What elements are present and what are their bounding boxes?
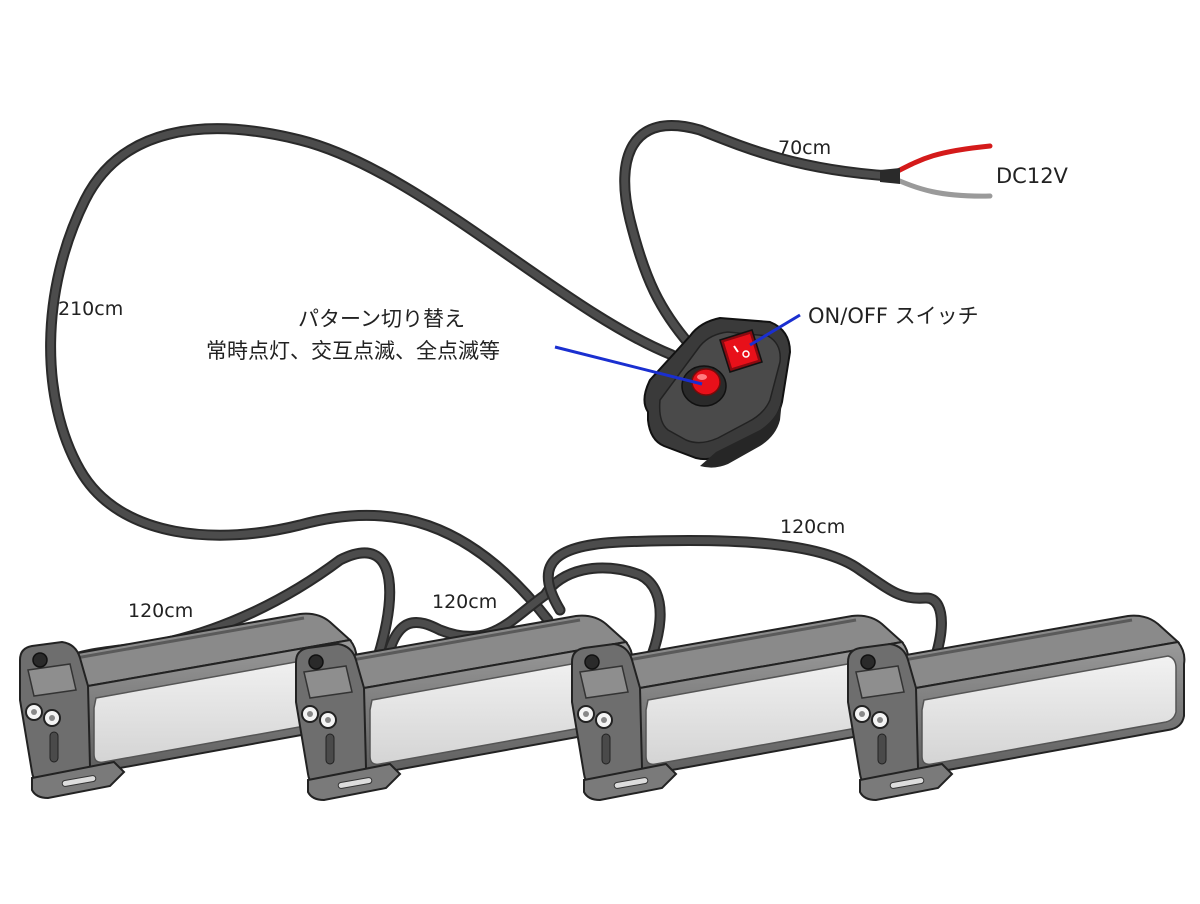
cable-210cm bbox=[45, 123, 678, 626]
controller-box bbox=[643, 316, 792, 468]
label-onoff-switch: ON/OFF スイッチ bbox=[808, 304, 979, 328]
cable-link-3 bbox=[542, 534, 947, 696]
label-pattern-line2: 常時点灯、交互点滅、全点滅等 bbox=[206, 339, 500, 363]
onoff-rocker-switch[interactable] bbox=[719, 329, 763, 373]
pointer-onoff bbox=[749, 313, 801, 347]
label-pattern-line1: パターン切り替え bbox=[298, 307, 465, 331]
label-210cm: 210cm bbox=[58, 298, 123, 320]
pattern-push-button[interactable] bbox=[681, 365, 727, 407]
label-link-cable-3: 120cm bbox=[780, 516, 845, 538]
label-link-cable-2: 120cm bbox=[432, 591, 497, 613]
label-dc12v: DC12V bbox=[996, 164, 1069, 188]
label-link-cable-1: 120cm bbox=[128, 600, 193, 622]
pointer-pattern bbox=[554, 345, 703, 386]
cable-link-2 bbox=[379, 562, 666, 696]
cable-70cm bbox=[619, 120, 896, 351]
power-wires bbox=[880, 143, 993, 199]
label-70cm: 70cm bbox=[778, 137, 831, 159]
